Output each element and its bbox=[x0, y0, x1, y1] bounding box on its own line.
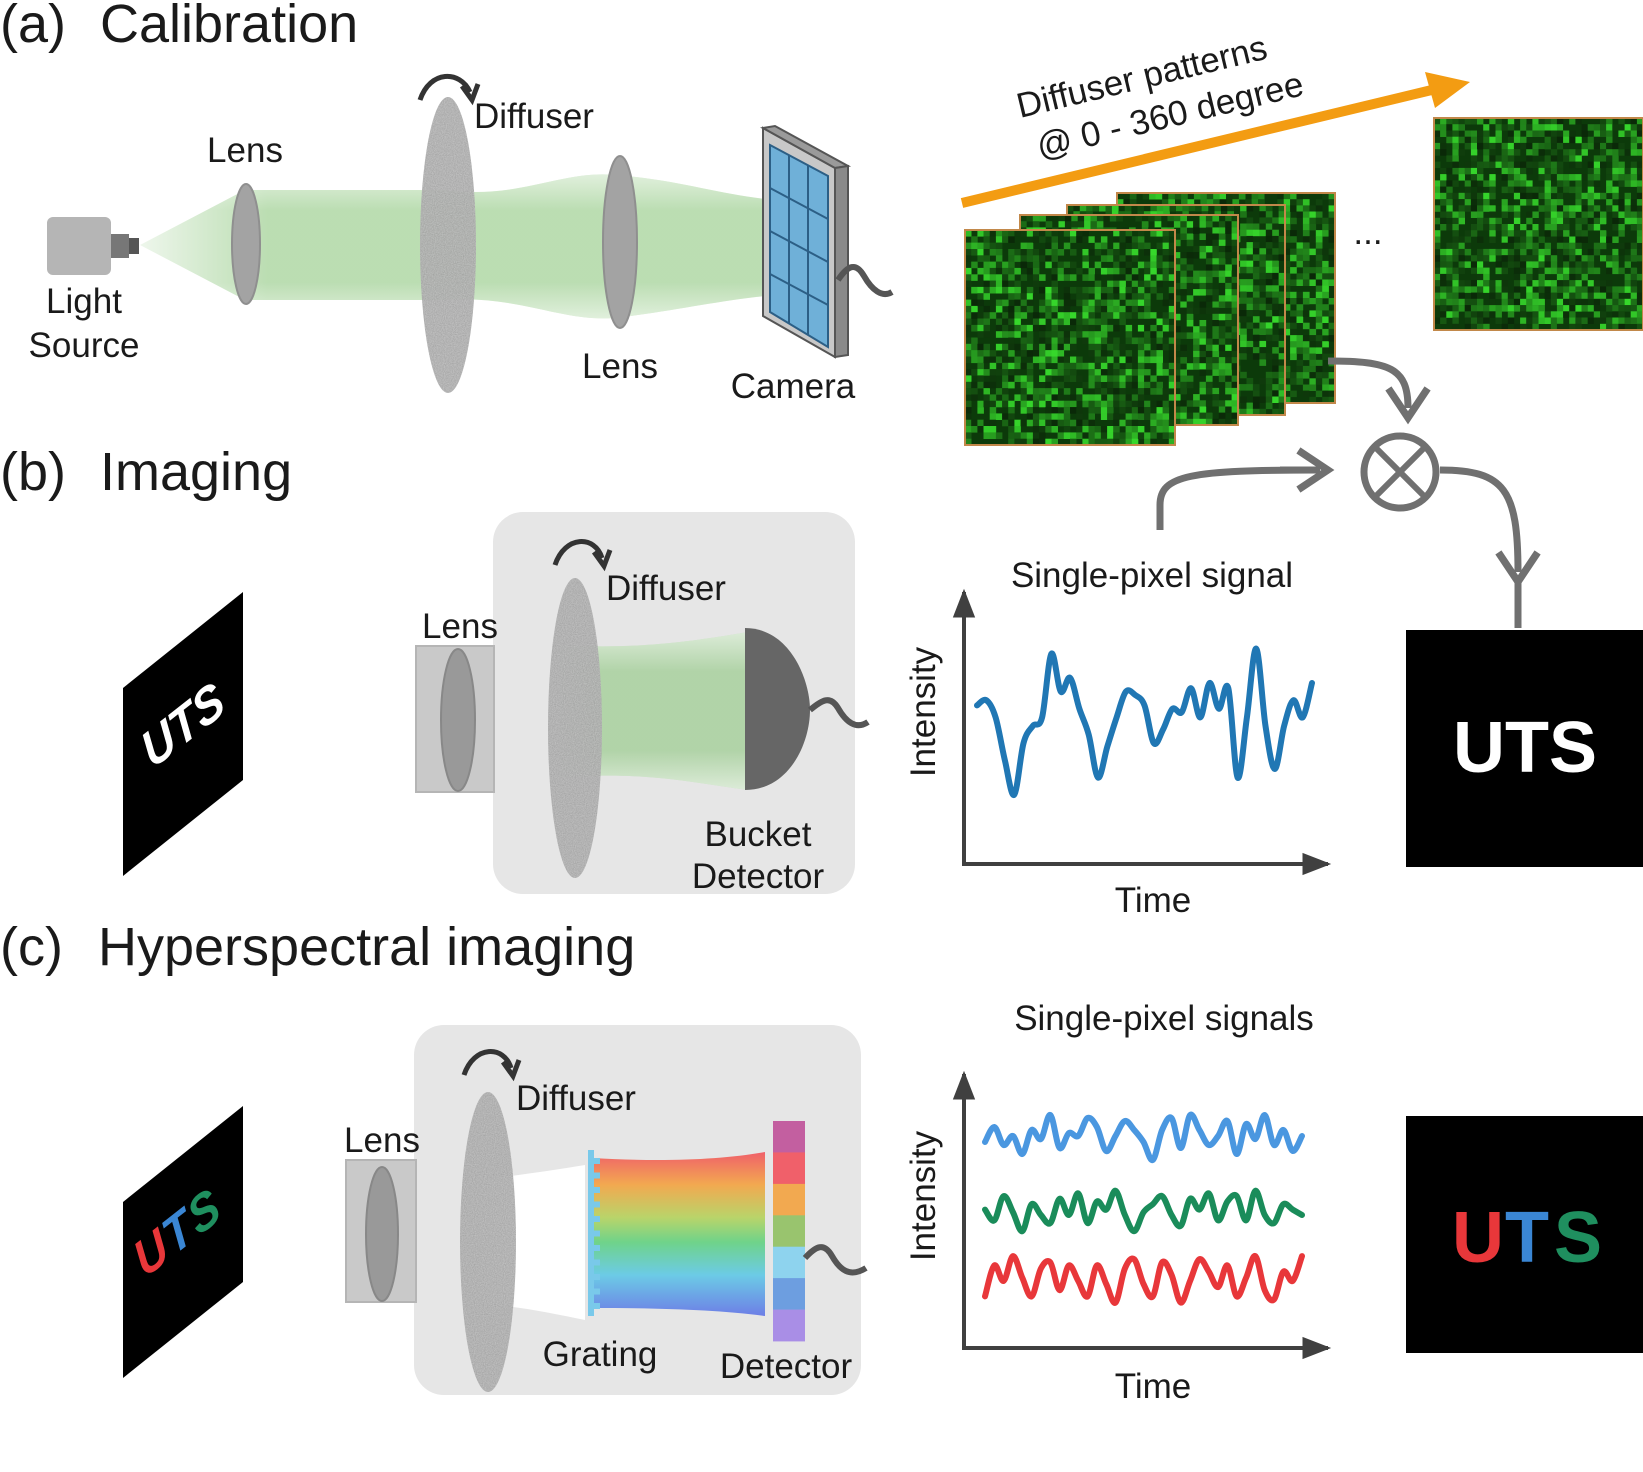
diffuser-icon bbox=[548, 578, 602, 878]
plot-b-title: Single-pixel signal bbox=[1011, 556, 1293, 595]
imaging-lens-label: Lens bbox=[422, 607, 498, 646]
detector-label: Detector bbox=[720, 1347, 853, 1386]
reconstruction-b bbox=[1406, 630, 1643, 867]
reconstruction-letter-u: U bbox=[1452, 1198, 1504, 1278]
plot-b-xlabel: Time bbox=[1115, 881, 1191, 920]
object-plate bbox=[123, 592, 243, 876]
signal-plot: Single-pixel signal Intensity Time bbox=[904, 556, 1332, 920]
light-source-label-1: Light bbox=[46, 282, 122, 321]
lens-icon bbox=[231, 183, 261, 305]
light-source-icon bbox=[47, 217, 139, 275]
calibration-lens-2-label: Lens bbox=[582, 347, 658, 386]
spectral-detector-icon bbox=[773, 1121, 805, 1342]
panel-b-title: Imaging bbox=[100, 442, 292, 502]
rainbow-beam bbox=[593, 1152, 765, 1316]
object-plate bbox=[123, 1106, 243, 1378]
camera-label: Camera bbox=[731, 367, 856, 406]
spectral-channel bbox=[773, 1121, 805, 1153]
speckle-pattern-frame bbox=[964, 229, 1176, 446]
panel-a-letter: (a) bbox=[0, 0, 66, 54]
bucket-detector-label-2: Detector bbox=[692, 857, 825, 896]
signal-line-red bbox=[982, 1253, 1305, 1306]
lens-icon bbox=[602, 155, 638, 329]
bucket-detector-icon bbox=[745, 628, 870, 790]
detector-cable bbox=[802, 1244, 868, 1276]
multiply-icon bbox=[1360, 432, 1440, 512]
panel-c-title: Hyperspectral imaging bbox=[98, 917, 635, 977]
rotation-arrow-icon bbox=[417, 74, 473, 101]
grating-icon bbox=[588, 1150, 600, 1316]
plot-c-series bbox=[982, 1111, 1305, 1306]
calibration-lens-1-label: Lens bbox=[207, 131, 283, 170]
plot-c-xlabel: Time bbox=[1115, 1367, 1191, 1406]
lens-icon bbox=[440, 648, 476, 792]
plot-c-ylabel: Intensity bbox=[904, 1130, 943, 1261]
bucket-detector-label-1: Bucket bbox=[705, 815, 812, 854]
reconstruction-b-text: UTS bbox=[1453, 708, 1597, 788]
plot-c-title: Single-pixel signals bbox=[1014, 999, 1314, 1038]
panel-b: (b) Imaging UTS Lens Diffuser Bucket Det… bbox=[0, 442, 1643, 920]
panel-c-letter: (c) bbox=[0, 917, 63, 977]
signals-plot: Single-pixel signals Intensity Time bbox=[904, 999, 1332, 1406]
panel-a: (a) Calibration Light Source Lens Diffus… bbox=[0, 0, 1643, 446]
grating-label: Grating bbox=[543, 1335, 658, 1374]
spectral-channel bbox=[773, 1309, 805, 1342]
spectral-channel bbox=[773, 1278, 805, 1310]
calibration-diffuser-label: Diffuser bbox=[474, 97, 594, 136]
panel-c: (c) Hyperspectral imaging U T S Lens Dif… bbox=[0, 917, 1643, 1406]
speckle-pattern-stack bbox=[964, 117, 1643, 446]
rotation-arrow-icon bbox=[552, 539, 605, 566]
ellipsis-label: ... bbox=[1353, 213, 1382, 252]
reconstruction-letter-t: T bbox=[1505, 1198, 1549, 1278]
light-source-label-2: Source bbox=[29, 326, 140, 365]
panel-a-title: Calibration bbox=[100, 0, 358, 54]
spectral-channel bbox=[773, 1152, 805, 1185]
reconstruction-letter-s: S bbox=[1554, 1198, 1602, 1278]
reconstruction-c bbox=[1406, 1116, 1643, 1353]
signal-line bbox=[974, 645, 1315, 798]
camera-icon bbox=[760, 124, 894, 359]
spectral-channel bbox=[773, 1215, 805, 1248]
rotation-arrow-icon bbox=[461, 1049, 514, 1076]
diffuser-icon bbox=[460, 1092, 516, 1392]
signal-line-blue bbox=[982, 1111, 1305, 1164]
plot-b-ylabel: Intensity bbox=[904, 646, 943, 777]
diffuser-icon bbox=[420, 97, 476, 393]
signal-line-green bbox=[982, 1187, 1305, 1235]
rotation-direction-arrow bbox=[960, 83, 1442, 208]
correlation-flow bbox=[1156, 357, 1541, 628]
hyperspectral-diffuser-label: Diffuser bbox=[516, 1079, 636, 1118]
hyperspectral-lens-label: Lens bbox=[344, 1121, 420, 1160]
panel-b-letter: (b) bbox=[0, 442, 66, 502]
imaging-diffuser-label: Diffuser bbox=[606, 569, 726, 608]
lens-icon bbox=[365, 1166, 399, 1302]
plot-b-series bbox=[974, 645, 1315, 798]
speckle-pattern-frame bbox=[1433, 117, 1643, 331]
spectral-channel bbox=[773, 1183, 805, 1216]
spectral-channel bbox=[773, 1246, 805, 1279]
